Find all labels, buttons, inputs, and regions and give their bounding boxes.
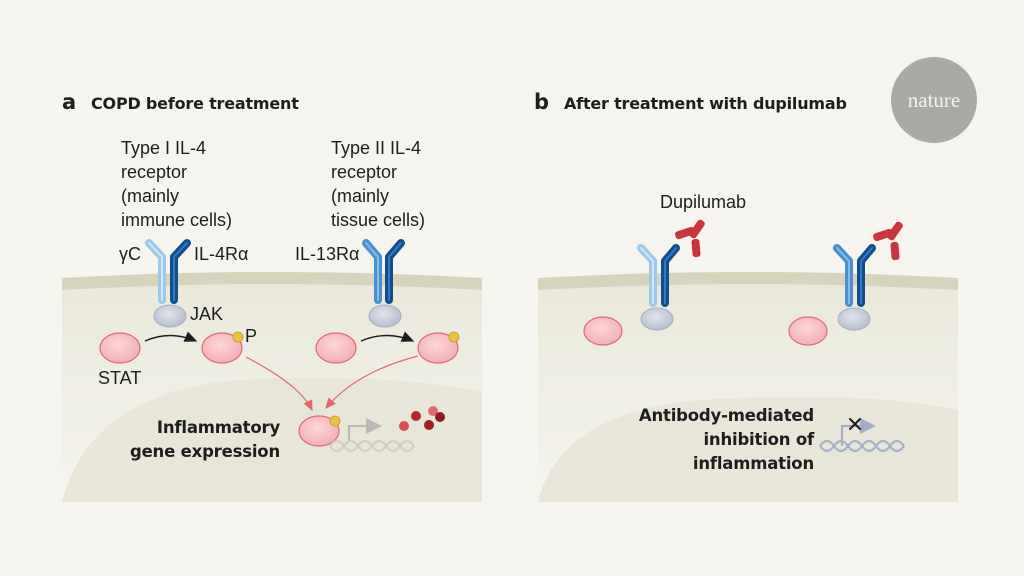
jak-protein-2 bbox=[368, 304, 402, 328]
stat-label: STAT bbox=[98, 368, 142, 388]
gamma-c-label: γC bbox=[119, 244, 141, 264]
type2-receptor bbox=[362, 239, 405, 304]
nature-logo: nature bbox=[891, 57, 977, 143]
antibody-inhibition-label: Antibody-mediated inhibition of inflamma… bbox=[639, 404, 814, 476]
panel-b-title: After treatment with dupilumab bbox=[564, 94, 847, 113]
label-line: receptor bbox=[121, 162, 188, 182]
label-line: Inflammatory bbox=[156, 418, 280, 437]
translocation-arrow-1 bbox=[245, 356, 313, 412]
nuclear-phosphate-icon bbox=[329, 415, 341, 427]
phosphate-icon bbox=[232, 331, 244, 343]
stat-protein-b2 bbox=[788, 316, 828, 346]
blocked-transcription-arrow bbox=[841, 418, 876, 446]
panel-a-title: COPD before treatment bbox=[91, 94, 299, 113]
jak-protein-b1 bbox=[640, 307, 674, 331]
stat-protein-2 bbox=[315, 332, 357, 364]
block-x-icon bbox=[849, 418, 861, 430]
dupilumab-antibody bbox=[675, 219, 705, 258]
jak-label: JAK bbox=[190, 304, 224, 324]
inflammatory-molecules bbox=[399, 406, 445, 431]
dna-helix-blocked bbox=[819, 439, 905, 453]
label-line: Type II IL-4 bbox=[331, 138, 422, 158]
type1-receptor bbox=[145, 239, 191, 304]
transcription-arrow bbox=[348, 418, 382, 441]
label-line: (mainly bbox=[121, 186, 180, 206]
jak-protein bbox=[153, 304, 187, 328]
dupilumab-antibody-2 bbox=[873, 221, 903, 261]
label-line: gene expression bbox=[129, 442, 280, 461]
label-line: Antibody-mediated bbox=[638, 406, 814, 425]
dna-helix bbox=[329, 439, 415, 453]
label-line: immune cells) bbox=[121, 210, 233, 230]
translocation-arrow-2 bbox=[325, 355, 419, 409]
jak-protein-b2 bbox=[837, 307, 871, 331]
phosphorylated-stat bbox=[201, 332, 243, 364]
il4ra-label: IL-4Rα bbox=[194, 244, 249, 264]
panel-a-nucleus bbox=[62, 377, 482, 502]
nuclear-stat bbox=[298, 415, 340, 447]
phosphorylation-arrow bbox=[144, 331, 198, 342]
stat-protein-b1 bbox=[583, 316, 623, 346]
inflammatory-gene-expression-label: Inflammatory gene expression bbox=[130, 416, 280, 464]
panel-a-letter: a bbox=[62, 90, 77, 114]
phosphate-label: P bbox=[245, 326, 258, 346]
label-line: (mainly bbox=[331, 186, 390, 206]
label-line: receptor bbox=[331, 162, 398, 182]
stat-protein bbox=[99, 332, 141, 364]
label-line: inhibition of bbox=[703, 430, 814, 449]
il13ra-label: IL-13Rα bbox=[295, 244, 360, 264]
label-line: tissue cells) bbox=[331, 210, 426, 230]
type2-receptor-label: Type II IL-4 receptor (mainly tissue cel… bbox=[331, 136, 425, 232]
phosphorylation-arrow-2 bbox=[360, 331, 415, 342]
panel-a-cell bbox=[62, 272, 482, 502]
blocked-type2-receptor bbox=[833, 244, 876, 307]
type1-receptor-label: Type I IL-4 receptor (mainly immune cell… bbox=[121, 136, 232, 232]
panel-b-cell bbox=[538, 272, 958, 502]
label-line: Type I IL-4 bbox=[121, 138, 207, 158]
phosphate-icon-2 bbox=[448, 331, 460, 343]
dupilumab-label: Dupilumab bbox=[660, 192, 747, 212]
blocked-type1-receptor bbox=[637, 244, 680, 307]
panel-b-letter: b bbox=[534, 90, 550, 114]
phosphorylated-stat-2 bbox=[417, 332, 459, 364]
label-line: inflammation bbox=[692, 454, 814, 473]
